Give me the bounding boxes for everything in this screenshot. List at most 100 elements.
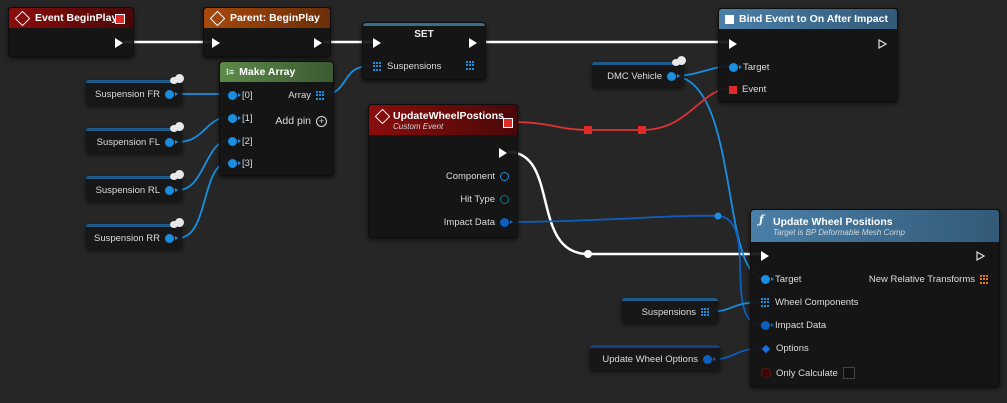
- struct-pin-icon: [703, 354, 716, 364]
- exec-in-pin[interactable]: [212, 38, 220, 48]
- pin-suspensions-out[interactable]: [466, 61, 475, 70]
- replicated-icon: [170, 74, 184, 84]
- node-header: UpdateWheelPostions Custom Event: [369, 105, 517, 135]
- var-suspensions[interactable]: Suspensions: [622, 298, 718, 323]
- replicated-icon: [672, 56, 686, 66]
- pin-array-out[interactable]: Array: [288, 90, 325, 101]
- struct-pin-icon: [500, 218, 513, 227]
- pin-impact-data[interactable]: Impact Data: [443, 217, 513, 228]
- event-icon: [374, 108, 391, 125]
- pin-suspensions-in[interactable]: Suspensions: [373, 61, 441, 72]
- exec-out-pin[interactable]: [878, 39, 887, 49]
- node-title: Bind Event to On After Impact: [739, 13, 888, 25]
- exec-out-pin[interactable]: [314, 38, 322, 48]
- var-dmc-vehicle[interactable]: DMC Vehicle: [592, 56, 686, 87]
- pin-array-0[interactable]: [0]: [228, 90, 253, 101]
- struct-pin-icon: [761, 321, 774, 330]
- pin-label: [2]: [242, 136, 253, 147]
- delegate-wire: [511, 87, 733, 131]
- exec-arrow-icon: [729, 39, 737, 49]
- node-title: SET: [414, 29, 434, 40]
- add-pin-button[interactable]: Add pin +: [275, 115, 327, 127]
- array-pin-icon: [373, 62, 382, 71]
- var-suspension-fr[interactable]: Suspension FR: [86, 74, 184, 105]
- var-suspension-fl[interactable]: Suspension FL: [86, 122, 184, 153]
- exec-in-pin[interactable]: [373, 38, 381, 48]
- node-make-array[interactable]: ⁝≡ Make Array [0] [1] [2] [3] Array Add …: [219, 61, 334, 176]
- exec-arrow-icon: [115, 38, 123, 48]
- node-header: Bind Event to On After Impact: [719, 9, 897, 29]
- var-update-wheel-options[interactable]: Update Wheel Options: [590, 345, 720, 370]
- delegate-pin-icon: [729, 85, 737, 94]
- pin-label: Impact Data: [443, 217, 495, 228]
- node-header: Event BeginPlay: [9, 8, 133, 28]
- node-update-wheel-positions[interactable]: ƒ Update Wheel Positions Target is BP De…: [750, 209, 1000, 387]
- pin-label: Target: [775, 274, 802, 285]
- exec-arrow-hollow-icon: [976, 251, 985, 261]
- replicated-icon: [170, 122, 184, 132]
- exec-out-pin[interactable]: [976, 251, 985, 261]
- struct-diamond-pin-icon: [761, 344, 771, 353]
- node-parent-begin-play[interactable]: Parent: BeginPlay: [203, 7, 331, 57]
- pin-label: [0]: [242, 90, 253, 101]
- wire-impact-reroute: [714, 212, 722, 220]
- pin-array-2[interactable]: [2]: [228, 136, 253, 147]
- pin-options[interactable]: Options: [761, 343, 809, 354]
- node-event-begin-play[interactable]: Event BeginPlay: [8, 7, 134, 57]
- pin-wheel-components[interactable]: Wheel Components: [761, 297, 858, 308]
- exec-in-pin[interactable]: [729, 39, 737, 49]
- exec-arrow-icon: [761, 251, 769, 261]
- event-icon: [14, 10, 31, 26]
- plus-icon: +: [316, 115, 327, 127]
- pin-impact-data[interactable]: Impact Data: [761, 320, 826, 331]
- object-pin-icon: [228, 114, 241, 123]
- pin-target[interactable]: Target: [729, 62, 769, 73]
- node-header: ⁝≡ Make Array: [220, 62, 333, 82]
- node-title: UpdateWheelPostions: [393, 109, 504, 122]
- var-label: DMC Vehicle: [607, 70, 662, 82]
- node-set[interactable]: SET Suspensions: [362, 22, 486, 80]
- node-custom-event[interactable]: UpdateWheelPostions Custom Event Compone…: [368, 104, 518, 238]
- object-pin-icon: [165, 137, 178, 147]
- object-pin-icon: [228, 137, 241, 146]
- node-title: Make Array: [239, 66, 296, 78]
- exec-in-pin[interactable]: [761, 251, 769, 261]
- var-suspension-rr[interactable]: Suspension RR: [86, 218, 184, 249]
- delegate-pin[interactable]: [503, 118, 513, 128]
- object-pin-icon: [761, 275, 774, 284]
- pin-new-relative-transforms[interactable]: New Relative Transforms: [869, 274, 989, 285]
- exec-out-pin[interactable]: [469, 38, 477, 48]
- function-call-icon: [209, 10, 226, 26]
- pin-event[interactable]: Event: [729, 84, 766, 95]
- pin-label: Impact Data: [775, 320, 827, 331]
- array-pin-icon: [466, 61, 475, 70]
- node-bind-event[interactable]: Bind Event to On After Impact Target Eve…: [718, 8, 898, 102]
- delegate-reroute-1: [584, 126, 592, 134]
- var-label: Suspensions: [641, 306, 696, 318]
- exec-wire-reroute: [584, 250, 592, 258]
- node-title: Parent: BeginPlay: [230, 12, 320, 24]
- object-pin-icon: [165, 233, 178, 243]
- exec-out-pin[interactable]: [115, 38, 123, 48]
- only-calculate-checkbox[interactable]: [842, 367, 855, 379]
- node-header: ƒ Update Wheel Positions Target is BP De…: [751, 210, 999, 242]
- pin-array-3[interactable]: [3]: [228, 158, 253, 169]
- exec-out-pin[interactable]: [499, 148, 507, 158]
- array-pin-icon: [761, 298, 770, 307]
- pin-array-1[interactable]: [1]: [228, 113, 253, 124]
- pin-target[interactable]: Target: [761, 274, 801, 285]
- node-subtitle: Target is BP Deformable Mesh Comp: [773, 227, 905, 237]
- object-pin-icon: [729, 63, 742, 72]
- pin-hit-type[interactable]: Hit Type: [460, 194, 509, 205]
- pin-component[interactable]: Component: [446, 171, 509, 182]
- array-pin-icon: [316, 91, 325, 100]
- pin-only-calculate[interactable]: Only Calculate: [761, 367, 855, 379]
- delegate-icon: [725, 14, 734, 24]
- object-pin-icon: [165, 89, 178, 99]
- pin-label: Options: [776, 343, 809, 354]
- delegate-pin[interactable]: [115, 14, 125, 24]
- var-suspension-rl[interactable]: Suspension RL: [86, 170, 184, 201]
- pin-label: [3]: [242, 158, 253, 169]
- node-title: Event BeginPlay: [35, 12, 118, 24]
- exec-arrow-icon: [499, 148, 507, 158]
